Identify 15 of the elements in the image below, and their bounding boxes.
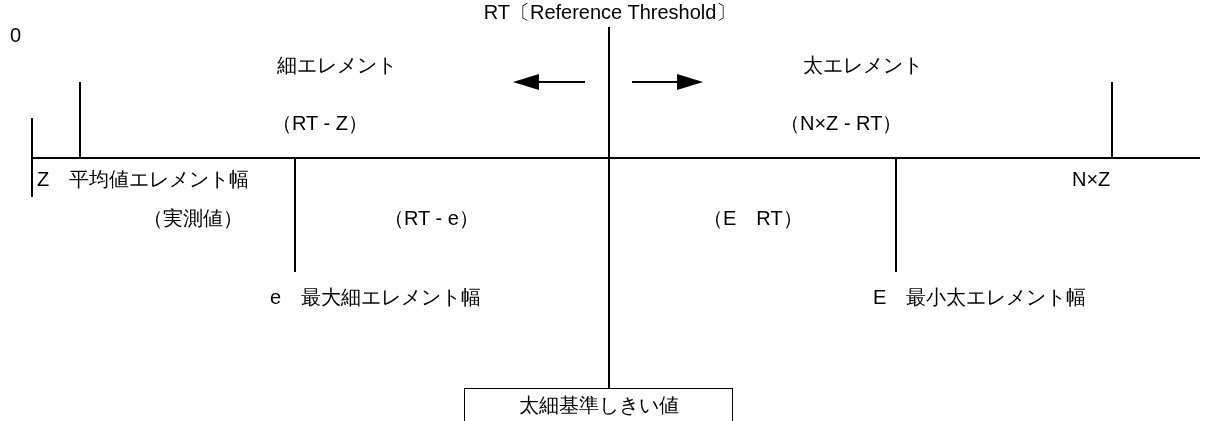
note-label: （実測値） — [143, 206, 243, 230]
axis-origin-label: 0 — [10, 23, 22, 47]
value-label: N×Z — [1072, 167, 1111, 191]
value-label: e 最大細エレメント幅 — [270, 285, 482, 309]
threshold-box: 太細基準しきい値 — [464, 388, 733, 421]
formula-label: （RT - e） — [384, 206, 479, 230]
formula-label: （RT - Z） — [272, 111, 368, 135]
region-label: 太エレメント — [803, 53, 923, 77]
threshold-label: RT〔Reference Threshold〕 — [470, 0, 750, 24]
formula-label: （E RT） — [703, 206, 803, 230]
value-label: E 最小太エレメント幅 — [873, 285, 1087, 309]
formula-label: （N×Z - RT） — [780, 111, 903, 135]
value-label: Z 平均値エレメント幅 — [37, 167, 250, 191]
region-label: 細エレメント — [277, 53, 397, 77]
connector-line — [608, 26, 610, 389]
